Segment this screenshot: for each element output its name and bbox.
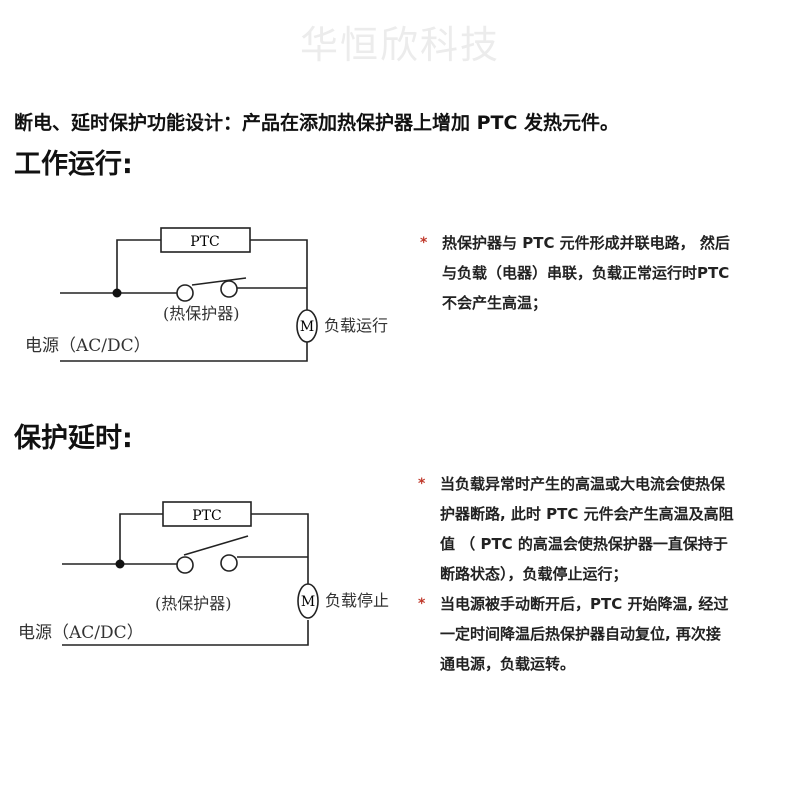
switch-contact (176, 284, 194, 302)
power-label: 电源（AC/DC） (18, 623, 144, 643)
wire (62, 620, 309, 646)
bullet-line: 通电源，负载运转。 (440, 655, 576, 673)
wire (251, 513, 309, 584)
switch-blade-open (183, 535, 249, 556)
intro-text: 断电、延时保护功能设计：产品在添加热保护器上增加 PTC 发热元件。 (14, 112, 620, 134)
star-bullet-icon: * (418, 476, 426, 492)
power-label: 电源（AC/DC） (25, 336, 151, 356)
bullet-line: 当电源被手动断开后，PTC 开始降温, 经过 (440, 595, 729, 613)
wire (60, 342, 308, 362)
wire (116, 239, 161, 293)
bullet-line: 热保护器与 PTC 元件形成并联电路， 然后 (442, 234, 730, 252)
motor-label: M (301, 594, 315, 610)
bullet-list-working: * 热保护器与 PTC 元件形成并联电路， 然后 与负载（电器）串联，负载正常运… (420, 228, 730, 318)
bullet-line: 值 （ PTC 的高温会使热保护器一直保持于 (440, 535, 728, 553)
bullet-item: * 当负载异常时产生的高温或大电流会使热保 护器断路, 此时 PTC 元件会产生… (418, 469, 734, 589)
bullet-line: 当负载异常时产生的高温或大电流会使热保 (440, 475, 726, 493)
star-bullet-icon: * (420, 235, 428, 251)
motor-symbol (297, 583, 319, 619)
load-label: 负载运行 (324, 316, 388, 335)
bullet-item: * 当电源被手动断开后，PTC 开始降温, 经过 一定时间降温后热保护器自动复位… (418, 589, 734, 679)
switch-contact (220, 280, 238, 298)
bullet-item: * 热保护器与 PTC 元件形成并联电路， 然后 与负载（电器）串联，负载正常运… (420, 228, 730, 318)
bullet-line: 一定时间降温后热保护器自动复位, 再次接 (440, 625, 721, 643)
wire (250, 239, 308, 310)
switch-contact (176, 556, 194, 574)
bullet-line: 护器断路, 此时 PTC 元件会产生高温及高阻 (440, 505, 734, 523)
bullet-line: 与负载（电器）串联，负载正常运行时PTC (442, 264, 730, 282)
protector-label: (热保护器) (155, 594, 232, 613)
load-label: 负载停止 (325, 591, 389, 610)
bullet-list-protection: * 当负载异常时产生的高温或大电流会使热保 护器断路, 此时 PTC 元件会产生… (418, 469, 734, 679)
bullet-line: 断路状态），负载停止运行； (440, 565, 628, 583)
motor-label: M (300, 319, 314, 335)
watermark: 华恒欣科技 (299, 23, 500, 67)
wire (119, 513, 163, 564)
junction-dot (115, 559, 125, 569)
switch-blade-closed (191, 277, 247, 286)
bullet-line: 不会产生高温； (442, 294, 548, 312)
protector-label: (热保护器) (163, 304, 240, 323)
ptc-label: PTC (190, 234, 219, 250)
circuit-diagram-working: PTC M (热保护器) 负载运行 电源（AC/DC） PTC M (热保护器)… (18, 227, 389, 646)
junction-dot (112, 288, 122, 298)
section-title-protection: 保护延时: (14, 423, 133, 454)
switch-contact (220, 554, 238, 572)
ptc-label: PTC (192, 508, 221, 524)
section-title-working: 工作运行: (14, 149, 133, 180)
star-bullet-icon: * (418, 596, 426, 612)
